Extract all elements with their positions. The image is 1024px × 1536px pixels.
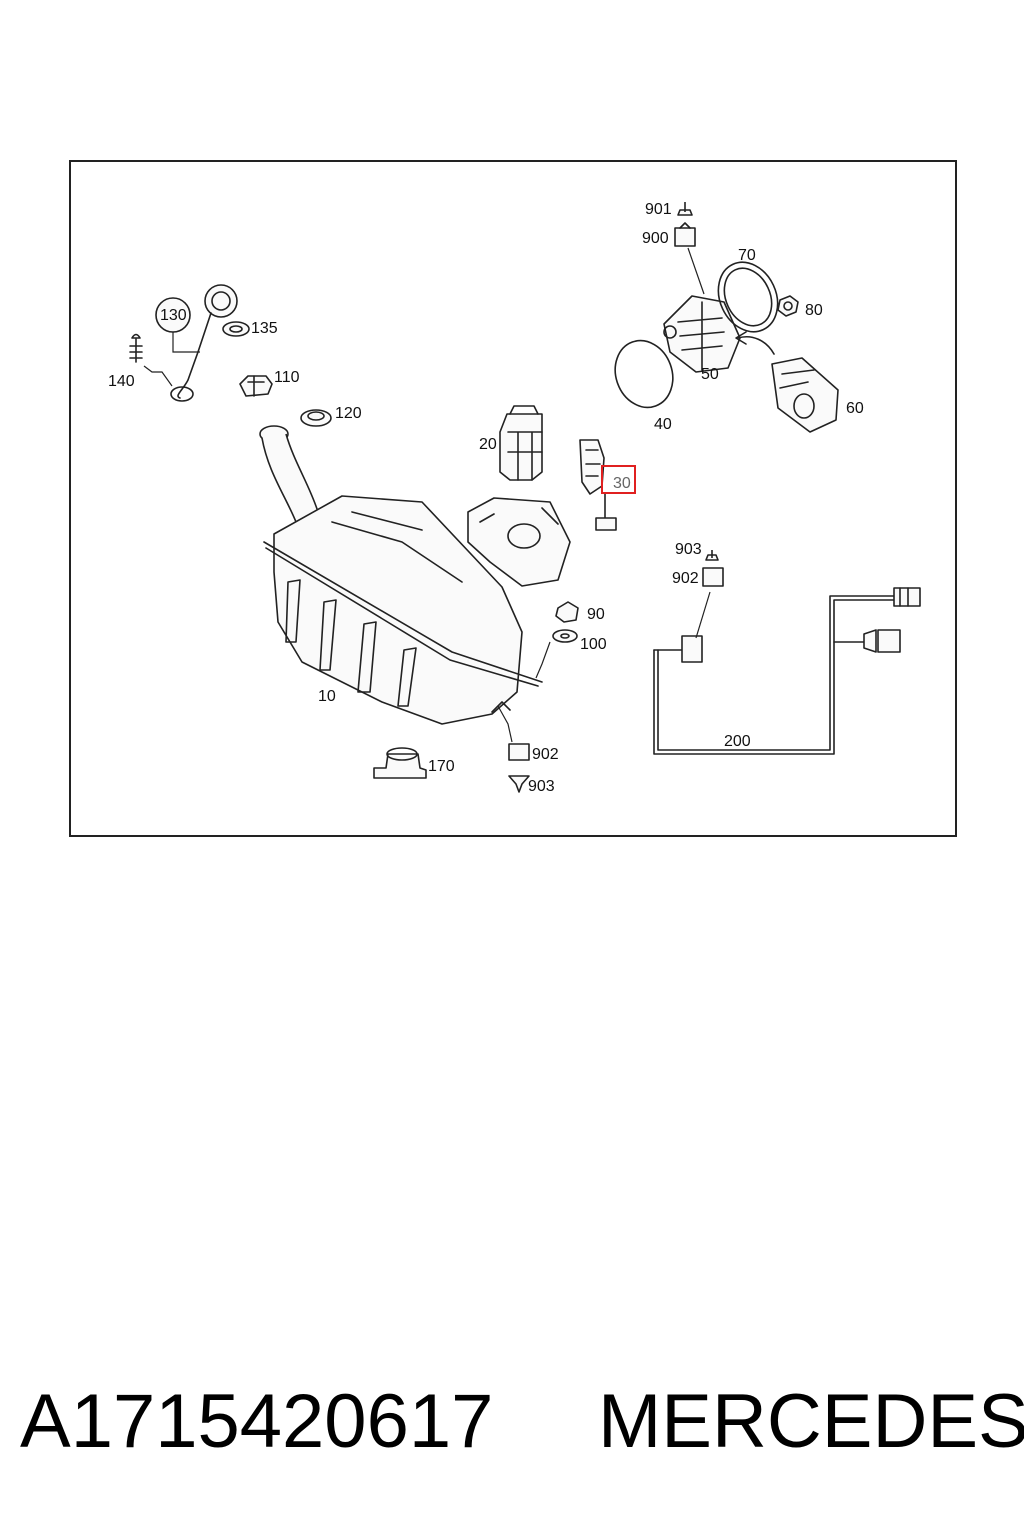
nut-80 [777, 295, 799, 317]
callout-135: 135 [251, 320, 278, 337]
hardware-902-903-lower [497, 705, 530, 793]
callout-60: 60 [846, 400, 864, 417]
callout-80: 80 [805, 302, 823, 319]
exploded-view-drawing: 10 20 30 40 50 60 70 80 90 100 110 120 1… [108, 201, 921, 795]
fuel-tank-10 [259, 425, 543, 725]
callout-30: 30 [613, 475, 631, 492]
callout-10: 10 [318, 688, 336, 705]
wiring-harness-200 [653, 550, 921, 755]
callout-100: 100 [580, 636, 607, 653]
o-ring-seal-40 [614, 339, 674, 409]
callout-901: 901 [645, 201, 672, 218]
callout-50: 50 [701, 366, 719, 383]
callout-170: 170 [428, 758, 455, 775]
callout-902-lower: 902 [532, 746, 559, 763]
callout-110: 110 [274, 369, 300, 386]
nut-and-washer-90-100 [535, 601, 579, 679]
fuel-level-sender-30 [579, 439, 617, 531]
part-number: A1715420617 [20, 1379, 494, 1464]
bracket-110 [239, 375, 273, 397]
callout-902-harness: 902 [672, 570, 699, 587]
grommet-120 [300, 409, 332, 427]
callout-140: 140 [108, 373, 135, 390]
connector-cap-60 [735, 331, 839, 433]
hardware-900-901 [674, 202, 705, 295]
reservoir-housing [467, 497, 571, 587]
flange-50 [663, 295, 741, 373]
callout-20: 20 [479, 436, 497, 453]
callout-903-lower: 903 [528, 778, 555, 795]
callout-40: 40 [654, 416, 672, 433]
fuel-pump-20 [499, 405, 543, 481]
parts-diagram: 10 20 30 40 50 60 70 80 90 100 110 120 1… [69, 160, 957, 837]
callout-90: 90 [587, 606, 605, 623]
callout-903-harness: 903 [675, 541, 702, 558]
highlight-box-30 [601, 465, 636, 494]
brand-name: MERCEDES [598, 1379, 1024, 1464]
callout-70: 70 [738, 247, 756, 264]
fuel-cap-assembly [129, 284, 250, 402]
sealing-ring-70 [717, 261, 779, 333]
cap-170 [373, 747, 427, 779]
callout-130: 130 [160, 307, 187, 324]
callout-900: 900 [642, 230, 669, 247]
callout-200: 200 [724, 733, 751, 750]
caption-bar: A1715420617 MERCEDES [20, 1372, 1024, 1472]
callout-120: 120 [335, 405, 362, 422]
